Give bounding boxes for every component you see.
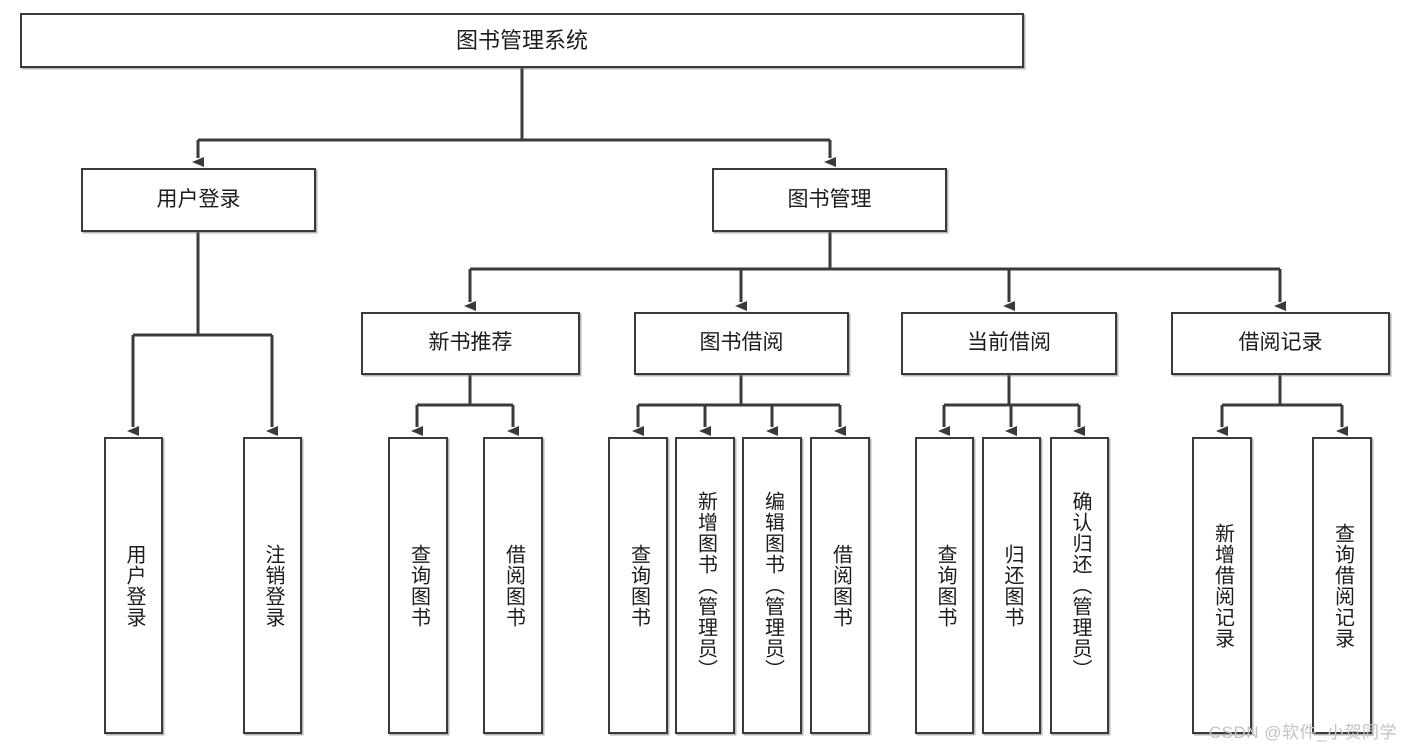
node-leaf-query-borrow-record[interactable]: 查询借阅记录: [1312, 437, 1372, 734]
node-user-login-label: 用户登录: [156, 187, 241, 211]
node-book-manage-label: 图书管理: [787, 187, 872, 211]
node-leaf-query-book-3[interactable]: 查询图书: [915, 437, 974, 734]
node-leaf-edit-book-admin-label: 编辑图书（管理员）: [761, 491, 784, 680]
node-leaf-return-book-label: 归还图书: [1001, 543, 1023, 628]
node-leaf-logout-login[interactable]: 注销登录: [243, 437, 302, 734]
node-leaf-query-book-2[interactable]: 查询图书: [608, 437, 668, 734]
node-root[interactable]: 图书管理系统: [20, 13, 1024, 68]
node-leaf-query-book-1-label: 查询图书: [407, 543, 430, 628]
node-leaf-user-login-label: 用户登录: [123, 543, 145, 628]
node-leaf-logout-login-label: 注销登录: [262, 543, 284, 628]
node-leaf-query-book-2-label: 查询图书: [627, 543, 650, 628]
node-book-manage[interactable]: 图书管理: [712, 168, 947, 232]
node-leaf-add-book-admin[interactable]: 新增图书（管理员）: [675, 437, 735, 734]
node-leaf-user-login[interactable]: 用户登录: [104, 437, 163, 734]
node-leaf-query-borrow-record-label: 查询借阅记录: [1331, 522, 1354, 649]
node-leaf-borrow-book-1[interactable]: 借阅图书: [483, 437, 543, 734]
node-leaf-add-book-admin-label: 新增图书（管理员）: [694, 491, 717, 680]
node-borrow-record[interactable]: 借阅记录: [1171, 312, 1390, 375]
node-leaf-add-borrow-record-label: 新增借阅记录: [1211, 522, 1234, 649]
node-new-book-recommend[interactable]: 新书推荐: [361, 312, 580, 375]
node-leaf-confirm-return-admin[interactable]: 确认归还（管理员）: [1050, 437, 1109, 734]
node-leaf-query-book-3-label: 查询图书: [934, 543, 956, 628]
node-leaf-confirm-return-admin-label: 确认归还（管理员）: [1069, 491, 1091, 680]
node-leaf-borrow-book-2-label: 借阅图书: [829, 543, 852, 628]
node-borrow-record-label: 借阅记录: [1238, 331, 1323, 355]
node-current-borrow[interactable]: 当前借阅: [901, 312, 1117, 375]
node-book-borrow-label: 图书借阅: [699, 331, 784, 355]
node-leaf-borrow-book-2[interactable]: 借阅图书: [810, 437, 870, 734]
node-book-borrow[interactable]: 图书借阅: [634, 312, 849, 375]
node-leaf-borrow-book-1-label: 借阅图书: [502, 543, 525, 628]
node-leaf-edit-book-admin[interactable]: 编辑图书（管理员）: [742, 437, 802, 734]
node-root-label: 图书管理系统: [455, 27, 588, 53]
node-new-book-recommend-label: 新书推荐: [428, 331, 513, 355]
node-user-login[interactable]: 用户登录: [81, 168, 316, 232]
node-leaf-query-book-1[interactable]: 查询图书: [388, 437, 448, 734]
node-leaf-return-book[interactable]: 归还图书: [982, 437, 1041, 734]
node-leaf-add-borrow-record[interactable]: 新增借阅记录: [1192, 437, 1252, 734]
node-current-borrow-label: 当前借阅: [967, 331, 1051, 355]
